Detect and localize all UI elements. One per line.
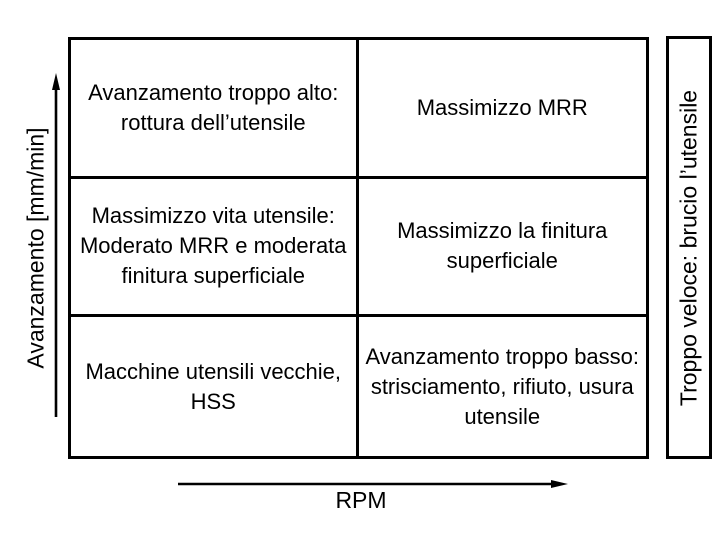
y-axis-arrow-icon: [52, 73, 60, 417]
too-fast-label: Troppo veloce: brucio l’utensile: [675, 89, 702, 406]
matrix-cell-old-machines-hss: Macchine utensili vecchie, HSS: [71, 317, 359, 456]
matrix-cell-text: Massimizzo la finitura superficiale: [397, 218, 608, 274]
matrix-cell-text: Macchine utensili vecchie, HSS: [85, 358, 342, 414]
matrix-cell-max-surface-finish: Massimizzo la finitura superficiale: [358, 179, 646, 318]
x-axis-label: RPM: [335, 487, 387, 513]
matrix-cell-high-feed-breakage: Avanzamento troppo alto: rottura dell’ut…: [71, 40, 359, 179]
matrix-cell-text: Avanzamento troppo basso: strisciamento,…: [365, 343, 640, 429]
matrix-cell-text: Massimizzo vita utensile: Moderato MRR e…: [79, 203, 347, 289]
matrix-cell-max-mrr: Massimizzo MRR: [358, 40, 646, 179]
matrix-cell-text: Avanzamento troppo alto: rottura dell’ut…: [88, 79, 339, 135]
matrix-cell-low-feed-rubbing: Avanzamento troppo basso: strisciamento,…: [359, 317, 647, 456]
too-fast-panel: Troppo veloce: brucio l’utensile: [666, 36, 712, 459]
feed-rpm-matrix: Avanzamento troppo alto: rottura dell’ut…: [68, 37, 649, 459]
matrix-cell-max-tool-life: Massimizzo vita utensile: Moderato MRR e…: [71, 178, 359, 318]
matrix-cell-text: Massimizzo MRR: [416, 94, 588, 120]
x-axis-arrow-icon: [178, 480, 568, 488]
